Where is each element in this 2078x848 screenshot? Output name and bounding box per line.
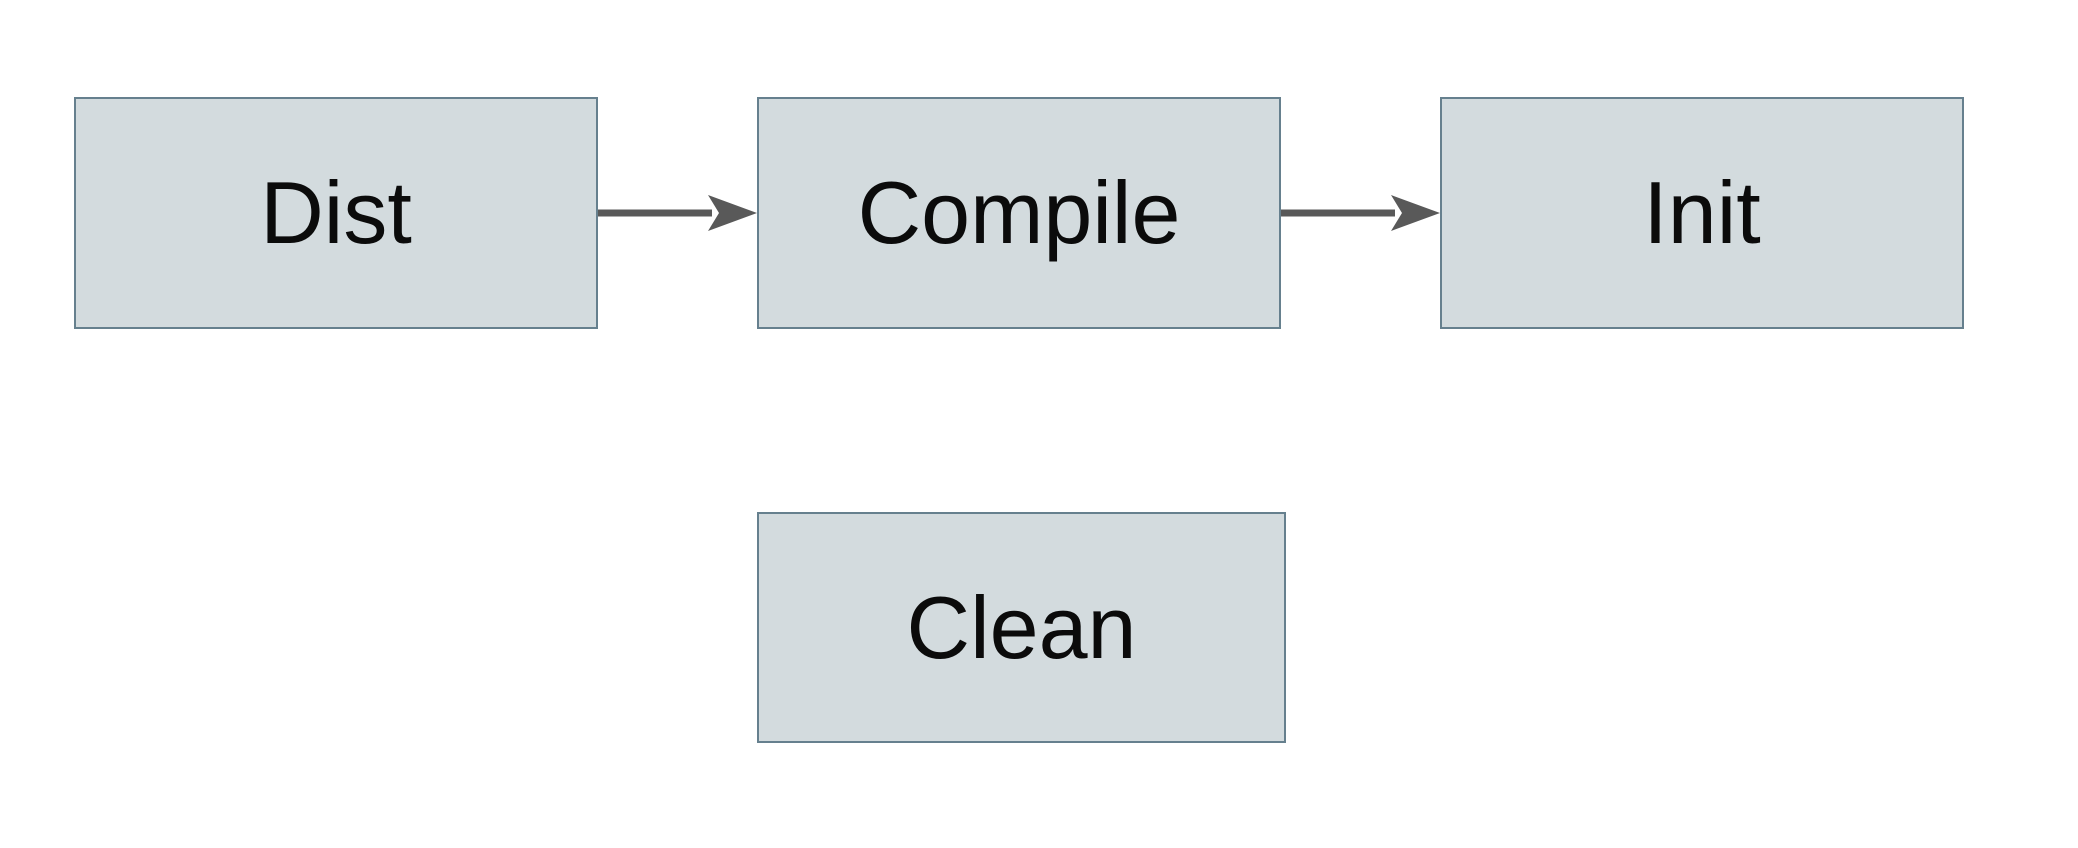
arrow-dist-to-compile xyxy=(598,195,757,231)
node-compile: Compile xyxy=(757,97,1281,329)
node-clean: Clean xyxy=(757,512,1286,743)
node-clean-label: Clean xyxy=(906,577,1137,677)
node-dist: Dist xyxy=(74,97,598,329)
node-init-label: Init xyxy=(1643,163,1761,262)
node-compile-label: Compile xyxy=(857,163,1181,262)
node-init: Init xyxy=(1440,97,1964,329)
arrow-compile-to-init xyxy=(1281,195,1440,231)
node-dist-label: Dist xyxy=(260,163,412,262)
